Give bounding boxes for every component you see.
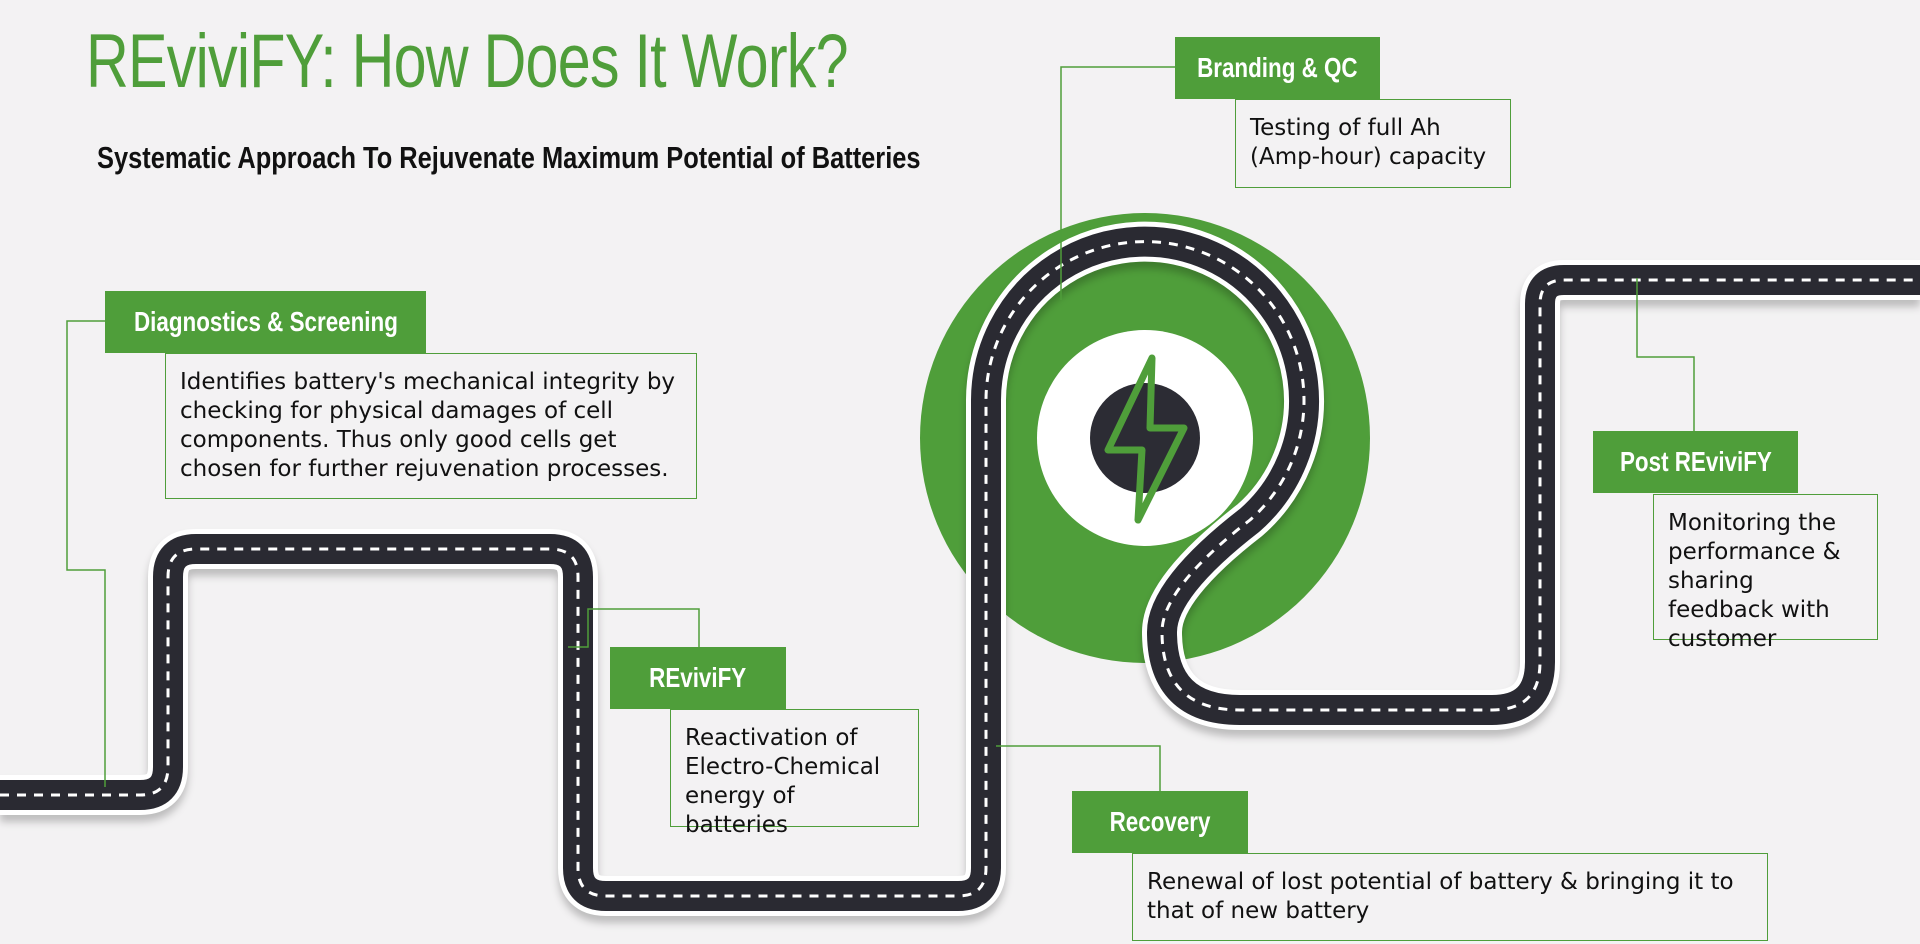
step-revivify-label-text: REviviFY [649,662,747,693]
step-revivify-description: Reactivation of Electro-Chemical energy … [670,709,919,838]
step-post-description: Monitoring the performance & sharing fee… [1653,494,1878,652]
step-recovery-label: Recovery [1072,791,1248,853]
step-recovery-label-text: Recovery [1109,806,1211,837]
step-branding-label-text: Branding & QC [1197,52,1358,83]
lightning-bolt-icon [1104,354,1188,524]
step-branding-label: Branding & QC [1175,37,1380,99]
step-recovery-description: Renewal of lost potential of battery & b… [1132,853,1768,941]
page-title: REviviFY: How Does It Work? [86,19,849,104]
page-subtitle: Systematic Approach To Rejuvenate Maximu… [97,140,921,175]
step-post-label: Post REviviFY [1593,431,1798,493]
connector-branding [1060,66,1175,300]
step-diagnostics-label: Diagnostics & Screening [105,291,426,353]
connector-revivify [568,608,700,648]
step-post-label-text: Post REviviFY [1619,446,1772,477]
connector-recovery [996,745,1161,791]
connector-diagnostics [66,320,106,787]
step-diagnostics-description: Identifies battery's mechanical integrit… [165,353,697,499]
connector-lines [66,66,1695,791]
connector-post [1636,278,1695,431]
road [0,221,1920,923]
step-diagnostics-label-text: Diagnostics & Screening [133,306,398,337]
step-revivify-label: REviviFY [610,647,786,709]
step-branding-description: Testing of full Ah (Amp-hour) capacity [1235,99,1511,188]
